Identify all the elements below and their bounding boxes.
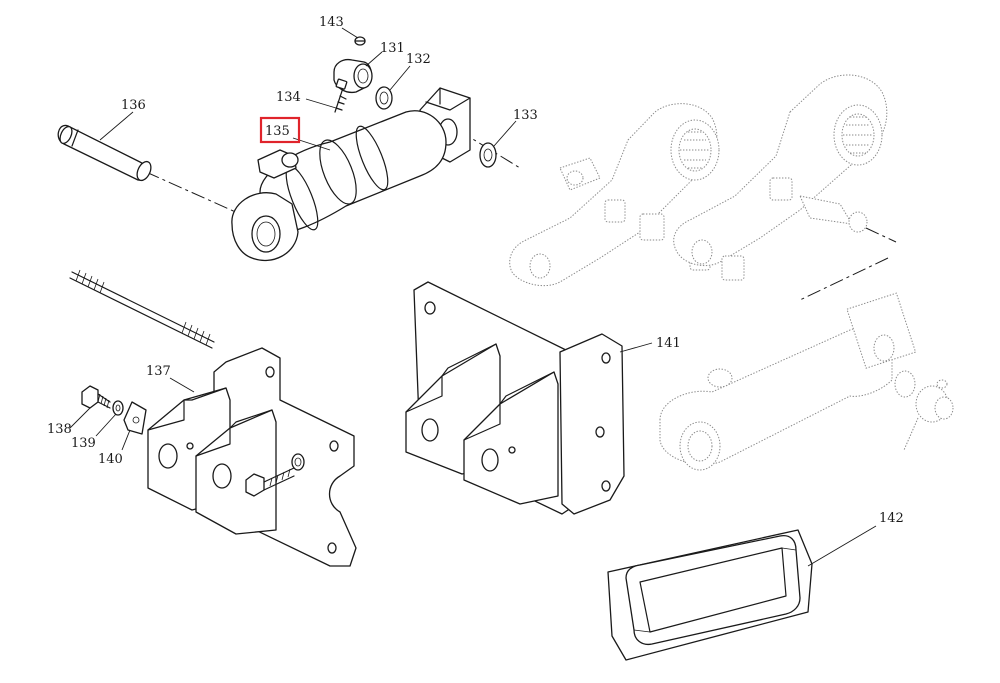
- callout-143: 143: [319, 15, 344, 30]
- callout-133: 133: [513, 108, 538, 123]
- fittings-top: [333, 36, 497, 168]
- callout-138: 138: [47, 422, 72, 437]
- fasteners-138-140: [81, 385, 305, 497]
- callout-135: 135: [265, 124, 290, 139]
- callout-140: 140: [98, 452, 123, 467]
- callout-136: 136: [121, 98, 146, 113]
- callout-135-highlight-box: [259, 116, 301, 144]
- callout-132: 132: [406, 52, 431, 67]
- cylinder-135: [231, 87, 471, 262]
- threaded-stud: [69, 269, 215, 349]
- leader-lines: [69, 27, 877, 567]
- callout-labels: 143 131 132 133 134 135 136 137 138 139 …: [47, 15, 904, 526]
- callout-131: 131: [380, 41, 405, 56]
- ghost-cylinder: [659, 292, 954, 471]
- callout-141: 141: [656, 336, 681, 351]
- callout-134: 134: [276, 90, 301, 105]
- callout-142: 142: [879, 511, 904, 526]
- callout-137: 137: [146, 364, 171, 379]
- bracket-141: [405, 281, 625, 515]
- callout-139: 139: [71, 436, 96, 451]
- pad-142: [607, 529, 813, 661]
- pin-136: [57, 124, 152, 182]
- ghost-lever-arms: [509, 74, 888, 287]
- bracket-137: [147, 347, 357, 567]
